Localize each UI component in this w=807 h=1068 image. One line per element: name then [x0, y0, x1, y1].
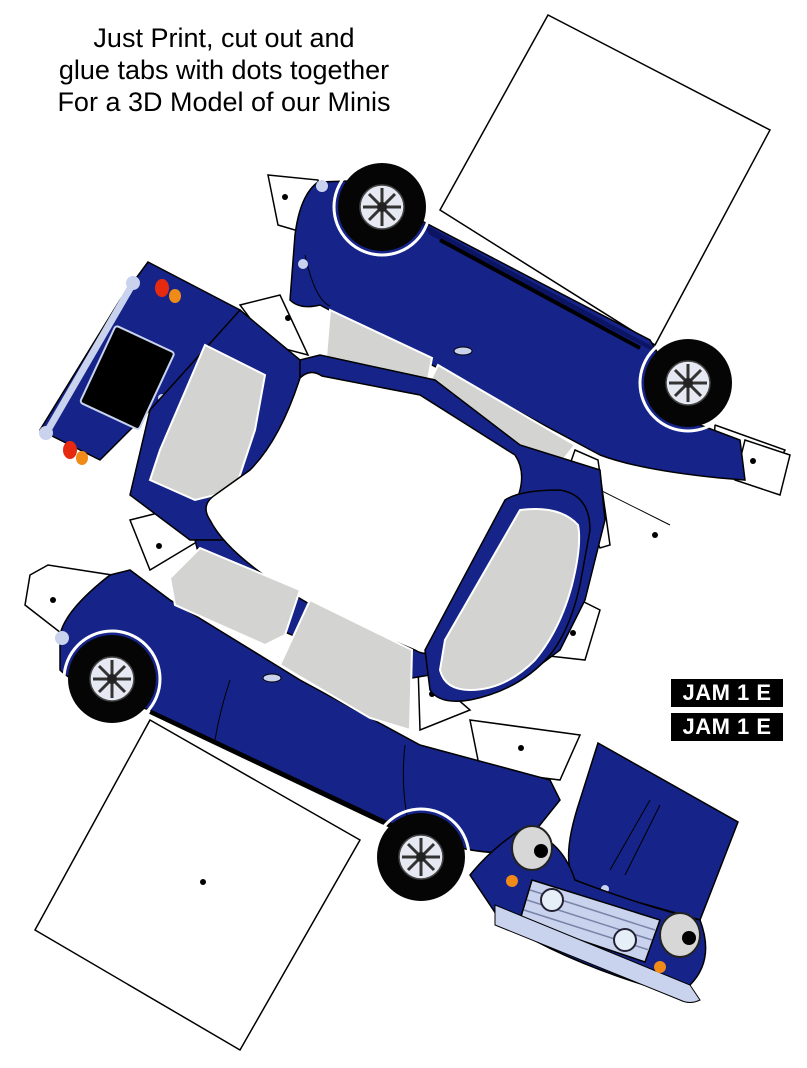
indicator-left — [506, 875, 518, 887]
front-bumper — [494, 904, 701, 1003]
tail-light-orange — [169, 289, 181, 303]
instructions-line-1: Just Print, cut out and — [93, 23, 355, 53]
windscreen-glass — [438, 508, 581, 692]
rear-bumper — [44, 278, 139, 432]
headlight-right — [659, 912, 701, 958]
bottom-front-window — [278, 598, 414, 732]
bottom-mid-tab — [469, 719, 582, 781]
bottom-floor-flap — [33, 718, 362, 1052]
tail-light-red — [155, 279, 169, 297]
front-panel — [469, 825, 707, 1003]
instructions: Just Print, cut out and glue tabs with d… — [0, 22, 448, 118]
bottom-side-panel — [55, 546, 561, 854]
indicator-right — [654, 961, 666, 973]
spotlight-left — [540, 888, 564, 912]
top-front-wheel — [642, 337, 734, 429]
top-rear-wheel — [336, 161, 428, 253]
instructions-line-3: For a 3D Model of our Minis — [57, 87, 391, 117]
bottom-front-wheel — [375, 811, 467, 903]
spotlight-right — [613, 928, 637, 952]
top-roof-flap — [438, 13, 772, 347]
headlight-left — [511, 825, 553, 871]
glue-dots — [50, 194, 756, 885]
rear-panel — [38, 261, 242, 465]
bottom-rear-window — [168, 546, 302, 647]
number-plate-2: JAM 1 E — [671, 713, 783, 741]
rear-number-plate — [79, 325, 175, 430]
windscreen-panel — [424, 489, 591, 702]
number-plate-1: JAM 1 E — [671, 679, 783, 707]
instructions-line-2: glue tabs with dots together — [58, 55, 390, 85]
bottom-rear-wheel — [66, 633, 158, 725]
